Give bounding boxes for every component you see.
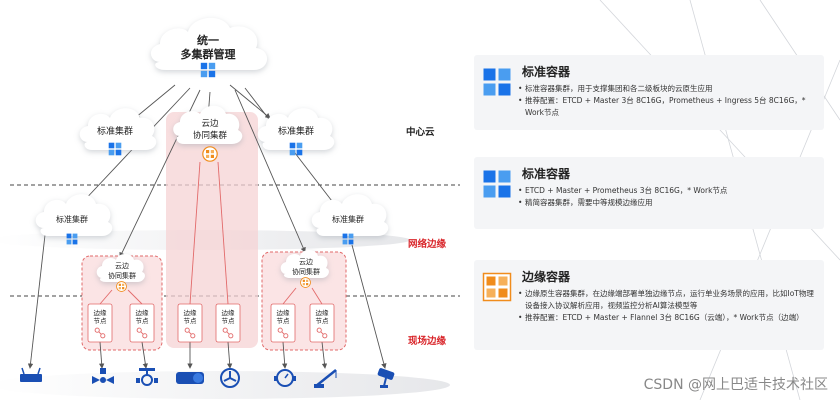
router-icon[interactable] xyxy=(20,367,42,382)
edge-cluster-icon xyxy=(300,277,311,288)
zone-label-field: 现场边缘 xyxy=(408,336,447,347)
edge-node-label: 节点 xyxy=(136,317,150,325)
panel-item: 推荐配置：ETCD + Master 3台 8C16G，Prometheus +… xyxy=(518,95,816,119)
cloud-std-left[interactable] xyxy=(79,108,157,150)
crane-icon[interactable] xyxy=(314,369,337,388)
edge-node-label: 节点 xyxy=(277,317,291,325)
panel-list: 边缘原生容器集群，在边缘端部署单独边缘节点，运行单业务场景的应用，比如IoT物理… xyxy=(518,288,816,324)
cloud-edge-collab[interactable] xyxy=(173,105,243,144)
zone-label-center: 中心云 xyxy=(406,127,435,138)
panel-item: 边缘原生容器集群，在边缘端部署单独边缘节点，运行单业务场景的应用，比如IoT物理… xyxy=(518,288,816,312)
device-lines xyxy=(27,234,387,369)
panel-title: 标准容器 xyxy=(522,167,571,181)
meter-icon[interactable] xyxy=(274,369,296,387)
cloud-small-left[interactable] xyxy=(96,254,145,282)
panel-title: 边缘容器 xyxy=(522,270,571,284)
container-cube-icon xyxy=(482,169,512,199)
cloud-small-left-line1: 云边 xyxy=(115,261,129,270)
edge-node[interactable]: 边缘 节点 xyxy=(270,303,296,343)
panel-item: ETCD + Master + Prometheus 3台 8C16G，* Wo… xyxy=(518,185,816,197)
cloud-std-left-label: 标准集群 xyxy=(97,125,133,137)
edge-node-label: 节点 xyxy=(94,317,108,325)
panel-title: 标准容器 xyxy=(522,65,571,79)
zone-label-network: 网络边缘 xyxy=(408,239,447,250)
pump-icon[interactable] xyxy=(176,372,204,384)
camera-icon[interactable] xyxy=(377,368,395,388)
node-lines xyxy=(99,161,323,305)
devices xyxy=(20,367,395,388)
edge-node-label: 边缘 xyxy=(136,308,150,317)
panel-standard-container-2: 标准容器 ETCD + Master + Prometheus 3台 8C16G… xyxy=(474,157,824,229)
edge-node-label: 节点 xyxy=(316,317,330,325)
panel-item: 精简容器集群，需要中等规模边缘应用 xyxy=(518,197,816,209)
edge-node[interactable]: 边缘 节点 xyxy=(129,303,155,343)
valve-icon[interactable] xyxy=(136,368,158,386)
panel-standard-container-1: 标准容器 标准容器集群，用于支撑集团和各二级板块的云原生应用 推荐配置：ETCD… xyxy=(474,55,824,130)
central-cloud[interactable] xyxy=(150,17,268,70)
panel-list: ETCD + Master + Prometheus 3台 8C16G，* Wo… xyxy=(518,185,816,209)
valve-icon[interactable] xyxy=(92,368,114,384)
edge-node[interactable]: 边缘 节点 xyxy=(87,303,113,343)
edge-collab-column xyxy=(166,112,258,348)
panel-item: 推荐配置：ETCD + Master + Flannel 3台 8C16G（云端… xyxy=(518,312,816,324)
cloud-small-left-line2: 协同集群 xyxy=(108,271,136,280)
cloud-small-right[interactable] xyxy=(280,250,329,278)
panel-list: 标准容器集群，用于支撑集团和各二级板块的云原生应用 推荐配置：ETCD + Ma… xyxy=(518,83,816,119)
cloud-net-right-label: 标准集群 xyxy=(332,214,364,224)
edge-cluster-icon xyxy=(116,281,127,292)
cloud-edge-collab-line2: 协同集群 xyxy=(193,130,228,141)
cloud-small-right-line1: 云边 xyxy=(299,257,313,266)
edge-node[interactable]: 边缘 节点 xyxy=(177,303,203,343)
central-cloud-title-line1: 统一 xyxy=(197,33,219,47)
edge-node-label: 节点 xyxy=(184,317,198,325)
edge-node-label: 边缘 xyxy=(316,308,330,317)
panel-item: 标准容器集群，用于支撑集团和各二级板块的云原生应用 xyxy=(518,83,816,95)
cloud-net-left[interactable] xyxy=(35,194,113,236)
cloud-net-right[interactable] xyxy=(311,194,389,236)
edge-node[interactable]: 边缘 节点 xyxy=(309,303,335,343)
edge-node-label: 边缘 xyxy=(94,308,108,317)
cloud-edge-collab-line1: 云边 xyxy=(201,118,219,129)
edge-node-label: 节点 xyxy=(222,317,236,325)
central-cloud-title-line2: 多集群管理 xyxy=(181,47,236,61)
cloud-std-right[interactable] xyxy=(257,108,335,150)
edge-node-label: 边缘 xyxy=(277,308,291,317)
edge-node-label: 边缘 xyxy=(184,308,198,317)
edge-node[interactable]: 边缘 节点 xyxy=(215,303,241,343)
edge-nodes: 边缘 节点 边缘 节点 边缘 节点 边缘 节点 边缘 节点 xyxy=(87,303,335,343)
edge-cluster-icon xyxy=(202,146,218,162)
cloud-net-left-label: 标准集群 xyxy=(56,214,88,224)
panel-edge-container: 边缘容器 边缘原生容器集群，在边缘端部署单独边缘节点，运行单业务场景的应用，比如… xyxy=(474,260,824,350)
fan-icon[interactable] xyxy=(220,368,240,388)
container-cube-icon xyxy=(482,67,512,97)
edge-container-icon xyxy=(482,272,512,302)
watermark: CSDN @网上巴适卡技术社区 xyxy=(643,377,828,393)
cloud-small-right-line2: 协同集群 xyxy=(292,267,320,276)
cloud-std-right-label: 标准集群 xyxy=(278,125,314,137)
edge-node-label: 边缘 xyxy=(222,308,236,317)
